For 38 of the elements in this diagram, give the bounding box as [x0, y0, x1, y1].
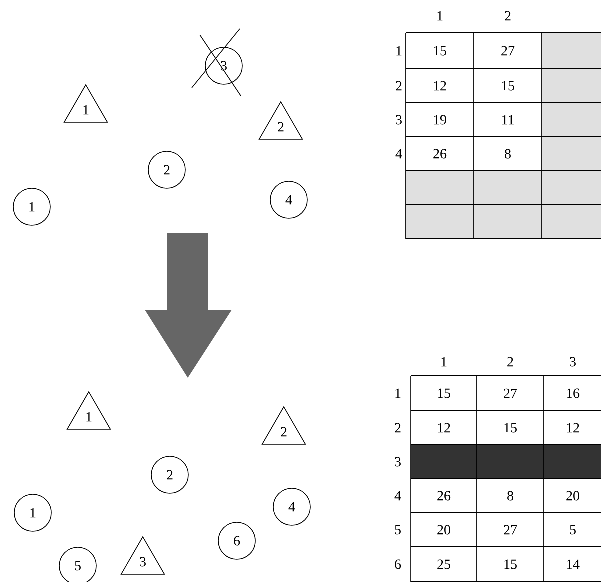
table-value: 27: [502, 46, 515, 56]
table-value: 16: [567, 388, 580, 398]
table-value: 14: [567, 560, 580, 570]
table-value: 27: [504, 388, 518, 398]
table-value: 15: [502, 81, 514, 91]
row-number: 1: [396, 388, 401, 398]
row-number: 4: [396, 149, 402, 159]
row-number: 2: [396, 81, 402, 91]
column-number: 1: [442, 357, 447, 367]
table-value: 15: [434, 46, 446, 56]
column-number: 1: [438, 11, 443, 21]
table-value: 26: [434, 149, 447, 159]
table-value: 20: [438, 525, 450, 535]
table-value: 19: [434, 115, 446, 125]
row-number: 2: [395, 423, 401, 433]
table-value: 15: [504, 560, 517, 570]
table-value: 12: [567, 423, 580, 433]
table-value: 8: [505, 149, 511, 159]
row-number: 4: [394, 491, 402, 501]
table-value: 26: [438, 491, 451, 501]
table-value: 27: [504, 525, 518, 535]
row-number: 3: [396, 115, 402, 125]
table-value: 20: [566, 491, 580, 501]
table-value: 15: [504, 423, 517, 433]
table-value: 15: [438, 388, 450, 398]
row-number: 3: [395, 457, 401, 467]
row-number: 6: [395, 560, 402, 570]
table-value: 8: [508, 491, 514, 501]
table-value: 11: [502, 115, 514, 125]
row-number: 5: [395, 525, 401, 535]
table-value: 5: [570, 525, 576, 535]
column-number: 2: [508, 357, 514, 367]
table-value: 25: [438, 560, 450, 570]
row-number: 1: [396, 46, 402, 56]
column-number: 3: [570, 357, 576, 367]
column-number: 2: [505, 11, 511, 21]
table-value: 12: [438, 423, 450, 433]
table-value: 12: [434, 81, 446, 91]
